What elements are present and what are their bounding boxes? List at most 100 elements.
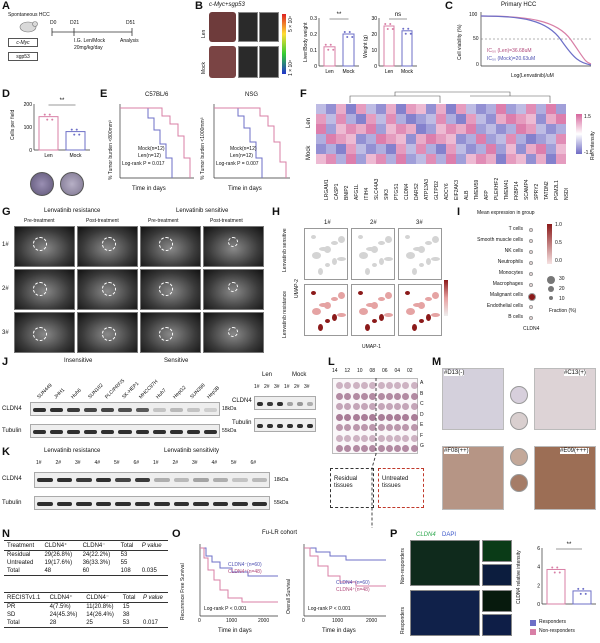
tma-core [410,382,418,389]
heatmap-cell [406,114,416,124]
heatmap-cell [556,104,566,114]
cohort-title: Fu-LR cohort [262,530,298,536]
heatmap-cell [416,154,426,164]
t2-h3: Total [122,594,136,601]
tma-core [402,434,410,442]
ihc-pos3 [534,446,596,510]
heatmap-cell [496,104,506,114]
viability-xlabel: Log(Lenvatinib)/uM [511,73,554,79]
gene-label: TATDN2 [544,181,550,200]
rfs-pvalue: Log-rank P < 0.001 [204,606,247,612]
heatmap-cell [336,154,346,164]
c57-legend-len: Len(n=12) [138,153,161,159]
umap-cluster [432,236,439,243]
x-tick-label: Mock [70,153,82,159]
panel-label-g: G [2,206,11,218]
k-kd55: 55kDa [274,500,289,506]
umap-cluster [384,313,393,317]
dot [529,283,533,287]
blot-band [115,502,131,506]
y-tick-label: 0.2 [310,32,317,38]
heatmap-cell [536,134,546,144]
panel-label-e: E [100,88,108,100]
os-cldn4-pos [304,547,386,587]
lane-label: 4# [94,460,101,466]
umap-cluster [358,291,363,295]
gene-label: NSDI [564,188,570,200]
heatmap-cell [336,114,346,124]
cell [139,551,168,560]
blot-band [232,502,248,506]
blot-band [257,424,263,428]
nsg-km-plot [213,104,290,179]
umap-cluster [337,313,346,317]
ivis-image-2 [259,12,279,42]
heatmap-row-mock: Mock [306,145,312,160]
heatmap-cell [426,124,436,134]
tma-core [402,403,410,410]
tma-core [410,413,418,421]
heatmap-cell [426,144,436,154]
tma-core [360,413,368,421]
dose-text: 20mg/kg/day [74,45,103,51]
dot [529,228,533,232]
dotplot-x-label: CLDN4 [523,326,540,332]
lane-label: 3# [75,460,81,466]
heatmap-cell [496,144,506,154]
blot-band [56,478,72,482]
bar [323,46,336,67]
colorbar-tick: 0.5 [555,240,562,246]
gene-label: CLDN4 [404,183,410,200]
g-col-3: Pre-treatment [148,218,179,224]
panel-label-d: D [2,88,10,100]
umap-cluster [365,268,370,275]
row-len: Len [201,29,207,38]
blot-band [76,478,92,482]
mri-image [203,269,264,310]
lane-label: 2# [172,460,179,466]
tumor-outline [228,282,238,292]
heatmap-cell [386,124,396,134]
blot-band [257,402,263,406]
ihc-neg-label: #D13(-) [444,370,465,376]
tma-core [385,403,393,410]
cell: 48 [44,568,52,574]
ivis-image-1 [238,12,258,42]
gene-label: LRGAM1 [324,179,330,200]
umap-cluster [431,313,440,317]
stain-dapi: DAPI [442,532,457,538]
mri-image [203,312,264,353]
panel-label-j: J [2,356,9,368]
heatmap-cell [536,154,546,164]
blot-band [212,502,228,506]
tma-core [377,413,385,421]
y-tick-label: 20 [371,32,377,38]
significance-label: ** [60,98,65,104]
t1-header: Treatment CLDN4⁺ CLDN4⁻ Total P value [4,541,168,551]
blot-band [267,424,273,428]
colorbar-tick: 0.0 [555,258,562,264]
data-point [329,43,332,46]
y-tick-label: 0 [374,64,377,70]
panel-label-b: B [195,0,203,12]
blot-band [193,478,209,482]
bar [401,30,413,67]
os-km-plot [303,544,386,617]
umap-panel [398,284,442,336]
heatmap-cell [526,154,536,164]
blot-band [37,478,53,482]
x-tick-label: Len [385,69,394,75]
umap-panel [304,228,348,280]
umap-cluster [312,252,321,259]
heatmap-cell [396,134,406,144]
mri-image [140,312,201,353]
blot-band [203,408,217,412]
ihc-core-4 [510,474,528,492]
tma-core [385,445,393,452]
umap-cluster [378,297,385,301]
blot-band [118,408,132,412]
cell-type-label: B cells [508,314,523,320]
gene-label: AFG1L [354,184,360,200]
